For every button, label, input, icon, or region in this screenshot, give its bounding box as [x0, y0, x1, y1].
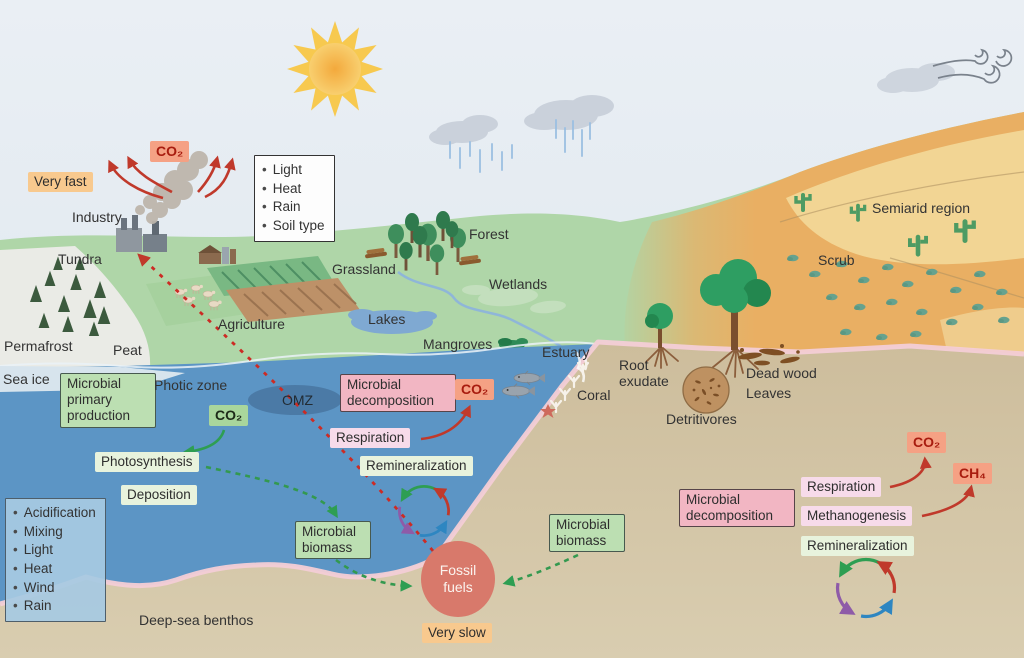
smoke-icon: [135, 151, 208, 224]
factor-item: Wind: [13, 579, 96, 598]
rain-streaks: [449, 119, 591, 173]
leaves-label: Leaves: [746, 385, 792, 401]
factor-item: Rain: [262, 198, 325, 217]
agriculture-fields: [146, 256, 360, 326]
dead-wood-icon: [738, 344, 800, 366]
factor-item: Heat: [13, 560, 96, 579]
fossil-fuels-node: Fossil fuels: [421, 541, 495, 617]
coral-icon: [549, 361, 590, 414]
detritivores-label: Detritivores: [666, 411, 737, 427]
factor-item: Light: [13, 541, 96, 560]
root-exudate-label: Root exudate: [619, 357, 669, 390]
sun-icon: [287, 21, 383, 117]
factor-item: Soil type: [262, 217, 325, 236]
dead-wood-label: Dead wood: [746, 365, 817, 381]
co2-to-photosynthesis-arrow: [182, 429, 226, 458]
sea-surface-line: [0, 341, 597, 369]
deposition-box: Deposition: [121, 485, 197, 506]
industry-label: Industry: [72, 209, 122, 225]
deep-sea-benthos-label: Deep-sea benthos: [139, 612, 254, 628]
tree-roots: [645, 347, 759, 378]
barn-icon: [198, 245, 236, 264]
respiration-ocean-box: Respiration: [330, 428, 411, 449]
respiration-arrow-ocean: [420, 404, 471, 441]
photosynthesis-box: Photosynthesis: [95, 452, 199, 473]
factor-item: Mixing: [13, 523, 96, 542]
remineralization-soil-box: Remineralization: [801, 536, 914, 557]
large-tree-icon: [700, 259, 771, 350]
very-fast-badge: Very fast: [28, 172, 93, 193]
scrub-label: Scrub: [818, 252, 855, 268]
industry-co2-arrows: [108, 155, 236, 200]
factor-item: Light: [262, 161, 325, 180]
microbial-primary-production-box: Microbial primary production: [60, 373, 156, 428]
permafrost-region: [0, 246, 151, 368]
co2-release-badge: CO₂: [455, 379, 495, 400]
semiarid-region-label: Semiarid region: [872, 200, 971, 216]
soil-region: [0, 342, 1024, 658]
omz-label: OMZ: [282, 392, 314, 408]
co2-soil-badge: CO₂: [907, 432, 947, 453]
remineralization-ocean-box: Remineralization: [360, 456, 473, 477]
fossil-to-industry-dashed-arrow: [137, 253, 435, 552]
photic-zone-label: Photic zone: [154, 377, 228, 393]
climate-factors-panel: Light Heat Rain Soil type: [254, 155, 335, 242]
sea-ice-label: Sea ice: [3, 371, 50, 387]
microbial-biomass-ocean-box: Microbial biomass: [295, 521, 371, 560]
green-dashed-arrows: [205, 465, 579, 592]
wetlands-label: Wetlands: [489, 276, 548, 292]
small-tree-icon: [645, 303, 673, 348]
microbial-decomposition-ocean-box: Microbial decomposition: [340, 374, 456, 413]
coral-label: Coral: [577, 387, 611, 403]
methanogenesis-arrow: [921, 484, 975, 518]
starfish-icon: [540, 404, 556, 418]
very-slow-badge: Very slow: [422, 623, 492, 644]
factor-item: Acidification: [13, 504, 96, 523]
methanogenesis-box: Methanogenesis: [801, 506, 913, 527]
mangroves-label: Mangroves: [423, 336, 493, 352]
wetlands-patches: [462, 285, 566, 314]
lakes-label: Lakes: [368, 311, 406, 327]
co2-uptake-badge: CO₂: [209, 405, 249, 426]
ch4-badge: CH₄: [953, 463, 992, 484]
dune-crest-lines: [779, 171, 1024, 299]
omz-region: [248, 385, 342, 415]
factor-item: Heat: [262, 180, 325, 199]
forest-label: Forest: [469, 226, 509, 242]
rain-cloud-icon: [429, 95, 614, 145]
factory-icon: [116, 215, 167, 252]
microbial-decomposition-soil-box: Microbial decomposition: [679, 489, 795, 528]
respiration-arrow-soil: [889, 456, 932, 489]
peat-label: Peat: [113, 342, 142, 358]
wind-icon: [932, 48, 1013, 84]
factor-item: Rain: [13, 597, 96, 616]
tundra-label: Tundra: [58, 251, 102, 267]
grassland-label: Grassland: [332, 261, 396, 277]
co2-industry-badge: CO₂: [150, 141, 190, 162]
permafrost-label: Permafrost: [4, 338, 73, 354]
respiration-soil-box: Respiration: [801, 477, 882, 498]
lake-icon: [348, 309, 437, 334]
microbial-biomass-soil-box: Microbial biomass: [549, 514, 625, 553]
detritivores-icon: [682, 366, 730, 414]
estuary-label: Estuary: [542, 344, 590, 360]
agriculture-label: Agriculture: [218, 316, 285, 332]
ocean-factors-panel: Acidification Mixing Light Heat Wind Rai…: [5, 498, 106, 622]
